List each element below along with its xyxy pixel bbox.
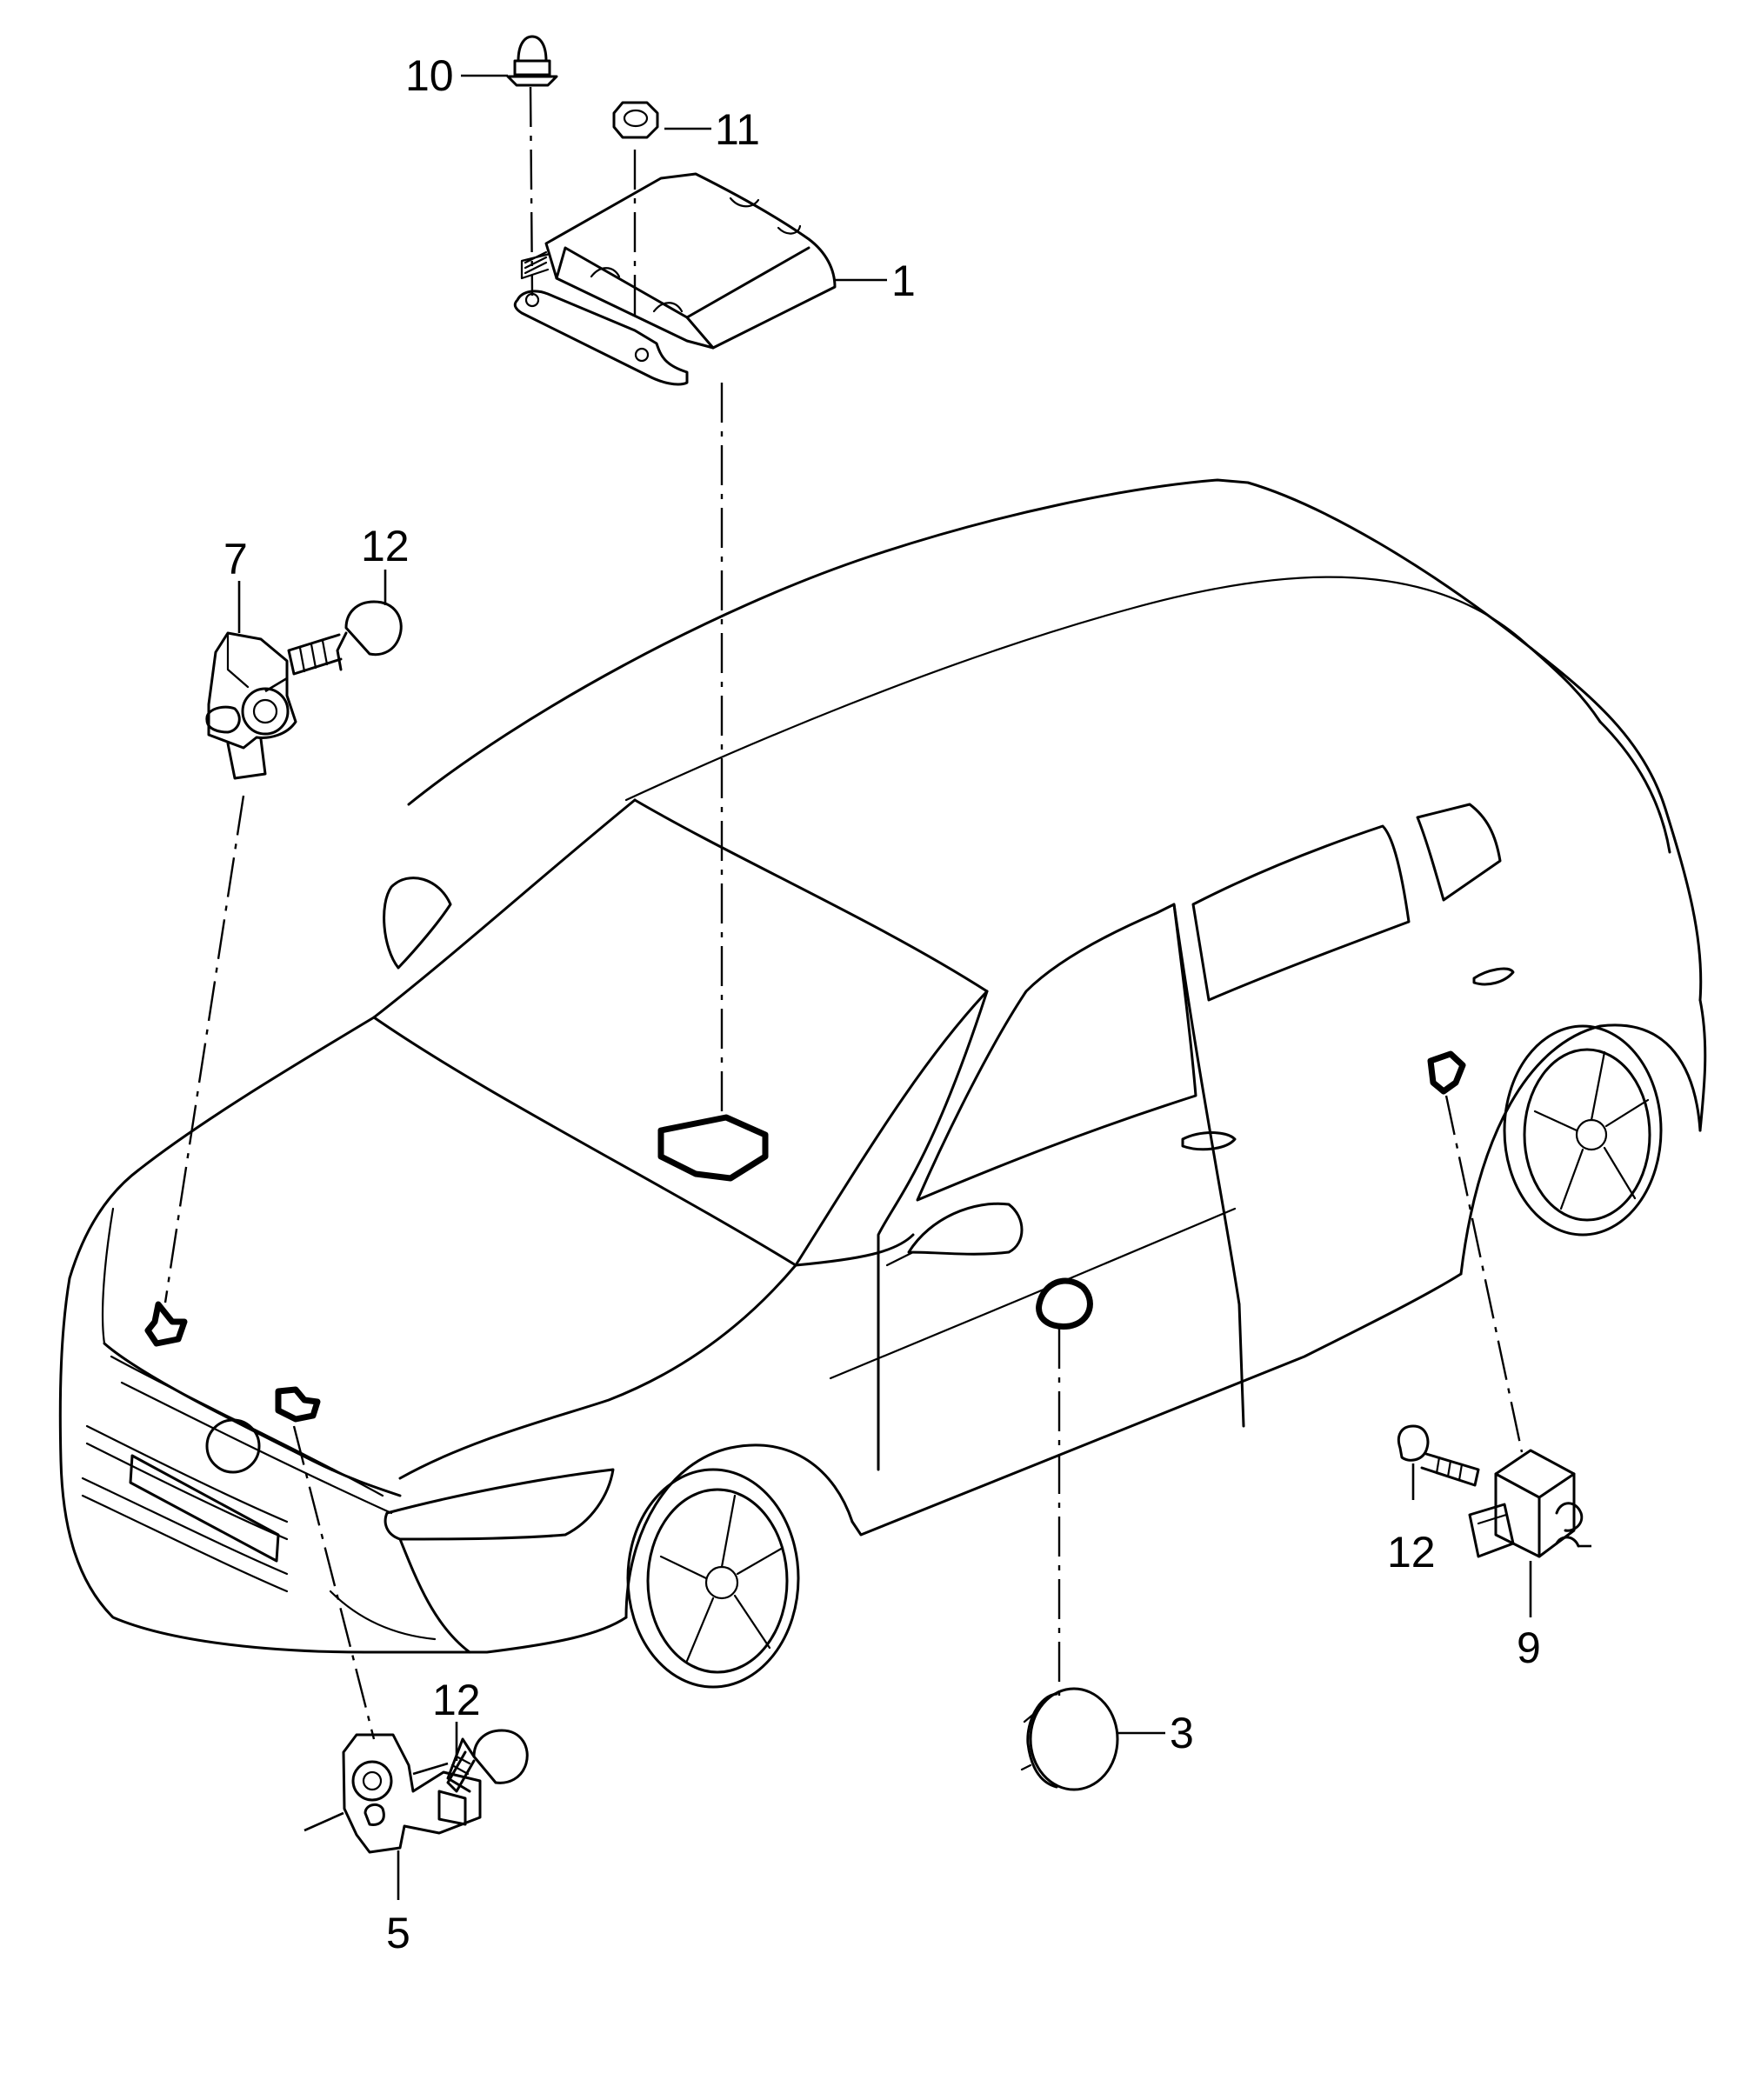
car-illustration bbox=[58, 478, 1707, 1689]
cap-nut-icon bbox=[461, 35, 558, 87]
side-crash-sensor-icon bbox=[1468, 1449, 1591, 1617]
bolt-bottom-icon bbox=[412, 1722, 529, 1793]
pressure-sensor-cap-icon bbox=[1020, 1687, 1165, 1791]
callout-1: 1 bbox=[891, 257, 916, 305]
callout-7: 7 bbox=[223, 535, 248, 583]
bolt-right-icon bbox=[1397, 1424, 1480, 1500]
callout-12-top: 12 bbox=[361, 522, 410, 570]
mounting-markers bbox=[144, 1050, 1466, 1423]
front-sensor-7-location-icon bbox=[144, 1301, 188, 1347]
callout-3: 3 bbox=[1170, 1709, 1194, 1757]
callout-10: 10 bbox=[405, 51, 454, 100]
cap-3-location-icon bbox=[1036, 1277, 1093, 1330]
front-crash-sensor-bracket-icon bbox=[205, 581, 297, 780]
hex-nut-icon bbox=[612, 101, 711, 139]
callout-5: 5 bbox=[386, 1909, 410, 1957]
dash-dot-leaders bbox=[163, 86, 1524, 1740]
callout-9: 9 bbox=[1517, 1623, 1541, 1672]
side-sensor-9-location-icon bbox=[1427, 1050, 1466, 1095]
front-crash-sensor-icon bbox=[304, 1733, 482, 1900]
front-sensor-5-location-icon bbox=[275, 1386, 321, 1423]
callout-12-right: 12 bbox=[1387, 1528, 1436, 1577]
callout-12-bottom: 12 bbox=[432, 1676, 481, 1724]
airbag-control-unit-icon bbox=[513, 172, 887, 386]
bolt-top-icon bbox=[264, 570, 403, 693]
callout-labels: 1 10 11 7 12 12 5 3 12 9 bbox=[223, 51, 1541, 1957]
callout-11: 11 bbox=[715, 105, 760, 154]
control-unit-location-icon bbox=[657, 1114, 769, 1182]
vw-logo-icon bbox=[205, 1418, 261, 1474]
